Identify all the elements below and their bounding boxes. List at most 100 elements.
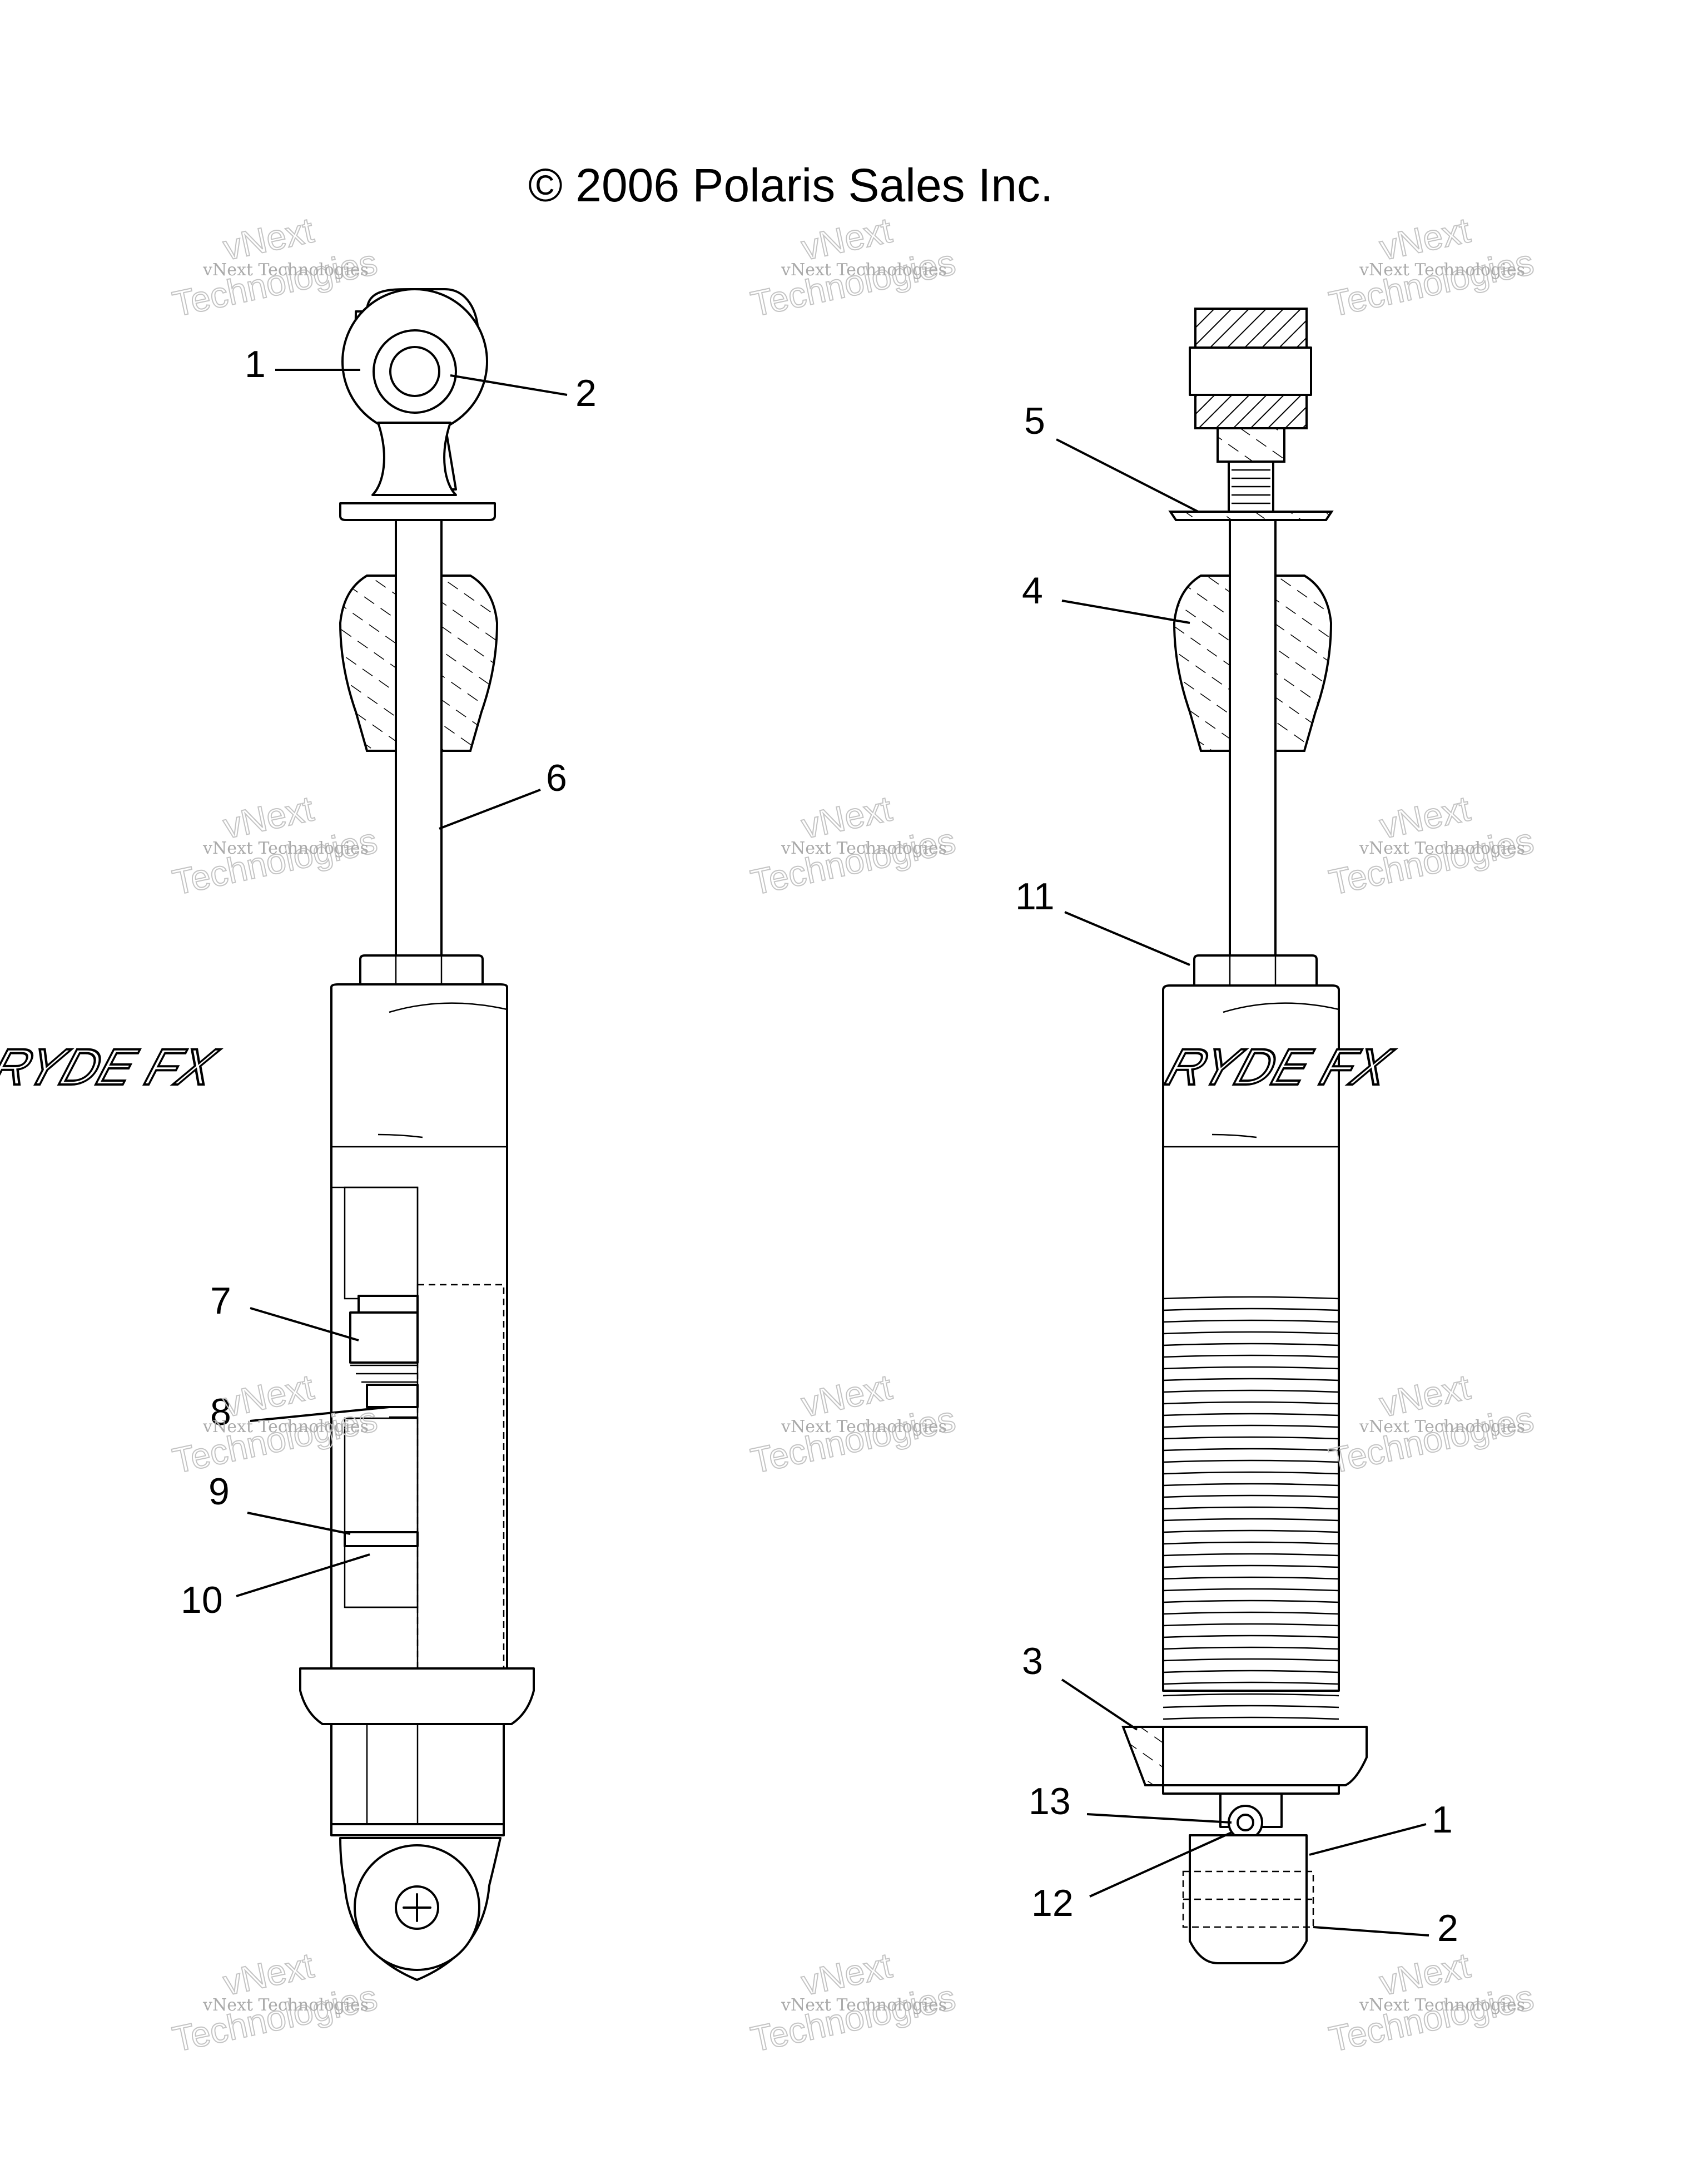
callout-right-5: 5: [1024, 400, 1045, 442]
left-bottom-cap: [299, 1667, 535, 1725]
left-jounce-bumper-right: [440, 575, 499, 752]
right-shaft: [1229, 519, 1277, 963]
thread-ring: [1163, 1436, 1339, 1440]
left-lower-bolt-cross: [403, 1893, 431, 1922]
thread-ring: [1163, 1635, 1339, 1638]
thread-ring: [1163, 1401, 1339, 1405]
thread-ring: [1163, 1599, 1339, 1603]
thread-ring: [1163, 1331, 1339, 1335]
thread-ring: [1163, 1576, 1339, 1580]
callout-left-9: 9: [208, 1470, 230, 1513]
callout-right-13: 13: [1029, 1780, 1071, 1823]
callout-left-6: 6: [546, 757, 567, 799]
right-preload-collar: [1162, 1726, 1368, 1786]
thread-ring: [1163, 1483, 1339, 1487]
right-lower-eyelet: [1189, 1834, 1308, 1964]
watermark-small: vNext Technologies: [1359, 1995, 1525, 2015]
watermark-small: vNext Technologies: [202, 839, 369, 858]
watermark-small: vNext Technologies: [781, 1417, 947, 1437]
thread-ring: [1163, 1366, 1339, 1370]
callout-left-1: 1: [245, 343, 266, 385]
watermark-small: vNext Technologies: [781, 839, 947, 858]
callout-left-10: 10: [181, 1579, 223, 1621]
thread-ring: [1163, 1389, 1339, 1393]
thread-ring: [1163, 1541, 1339, 1545]
thread-ring: [1163, 1693, 1339, 1697]
copyright-text: © 2006 Polaris Sales Inc.: [528, 159, 1053, 211]
right-upper-bushing: [1189, 346, 1312, 396]
left-logo-text: RYDE FX: [0, 1039, 224, 1096]
right-top-flange: [1168, 511, 1334, 521]
right-upper-spacer: [1194, 394, 1308, 429]
callouts-left: 1 2 6 7 8 9 10: [181, 343, 597, 1621]
thread-ring: [1163, 1623, 1339, 1627]
callout-right-4: 4: [1022, 569, 1043, 612]
left-shock-body: [330, 983, 508, 1670]
right-seal-head-nut: [1193, 954, 1318, 988]
right-preload-collar-hatched: [1121, 1726, 1164, 1786]
right-lower-bushing: [1182, 1870, 1314, 1928]
right-jounce-bumper-right: [1274, 575, 1333, 752]
thread-ring: [1163, 1424, 1339, 1428]
thread-ring: [1163, 1413, 1339, 1417]
thread-ring: [1163, 1705, 1339, 1708]
thread-ring: [1163, 1564, 1339, 1568]
thread-ring: [1163, 1354, 1339, 1358]
thread-ring: [1163, 1518, 1339, 1522]
thread-ring: [1163, 1553, 1339, 1557]
thread-ring: [1163, 1529, 1339, 1533]
callouts-right: 5 4 11 3 13 1 12 2: [1015, 400, 1458, 1949]
right-upper-cap: [1194, 308, 1308, 349]
right-logo-band: RYDE FX: [1158, 1002, 1400, 1138]
thread-ring: [1163, 1459, 1339, 1463]
thread-ring: [1163, 1588, 1339, 1592]
right-jounce-bumper-left: [1173, 575, 1231, 752]
thread-ring: [1163, 1716, 1339, 1720]
thread-ring: [1163, 1448, 1339, 1452]
left-floating-piston: [344, 1531, 419, 1547]
left-jounce-bumper-left: [339, 575, 397, 752]
left-shaft: [395, 519, 443, 966]
thread-ring: [1163, 1494, 1339, 1498]
callout-left-8: 8: [210, 1391, 231, 1433]
left-shock-assembly: RYDE FX: [0, 288, 535, 1981]
left-seal-head-nut: [359, 954, 484, 988]
thread-ring: [1163, 1670, 1339, 1673]
thread-ring: [1163, 1611, 1339, 1615]
callout-right-1: 1: [1432, 1799, 1453, 1841]
left-eyelet-neck: [371, 422, 457, 496]
callout-left-2: 2: [575, 372, 597, 414]
watermark-small: vNext Technologies: [1359, 1417, 1525, 1437]
watermark-small: vNext Technologies: [781, 260, 947, 280]
thread-ring: [1163, 1646, 1339, 1650]
left-eyelet-bore: [389, 346, 440, 397]
right-logo-text: RYDE FX: [1159, 1039, 1399, 1096]
watermark-small: vNext Technologies: [1359, 260, 1525, 280]
thread-ring: [1163, 1681, 1339, 1685]
thread-ring: [1163, 1308, 1339, 1311]
thread-ring: [1163, 1471, 1339, 1475]
right-grease-fitting-core: [1237, 1814, 1254, 1831]
callout-right-12: 12: [1031, 1882, 1074, 1924]
left-logo-band: RYDE FX: [0, 1002, 508, 1138]
callout-right-11: 11: [1015, 875, 1055, 918]
callout-right-3: 3: [1022, 1640, 1043, 1682]
thread-ring: [1163, 1658, 1339, 1662]
thread-ring: [1163, 1296, 1339, 1300]
callout-left-7: 7: [210, 1280, 231, 1322]
left-piston-valve: [349, 1295, 419, 1418]
thread-ring: [1163, 1343, 1339, 1346]
thread-ring: [1163, 1506, 1339, 1510]
left-top-flange: [339, 502, 496, 521]
